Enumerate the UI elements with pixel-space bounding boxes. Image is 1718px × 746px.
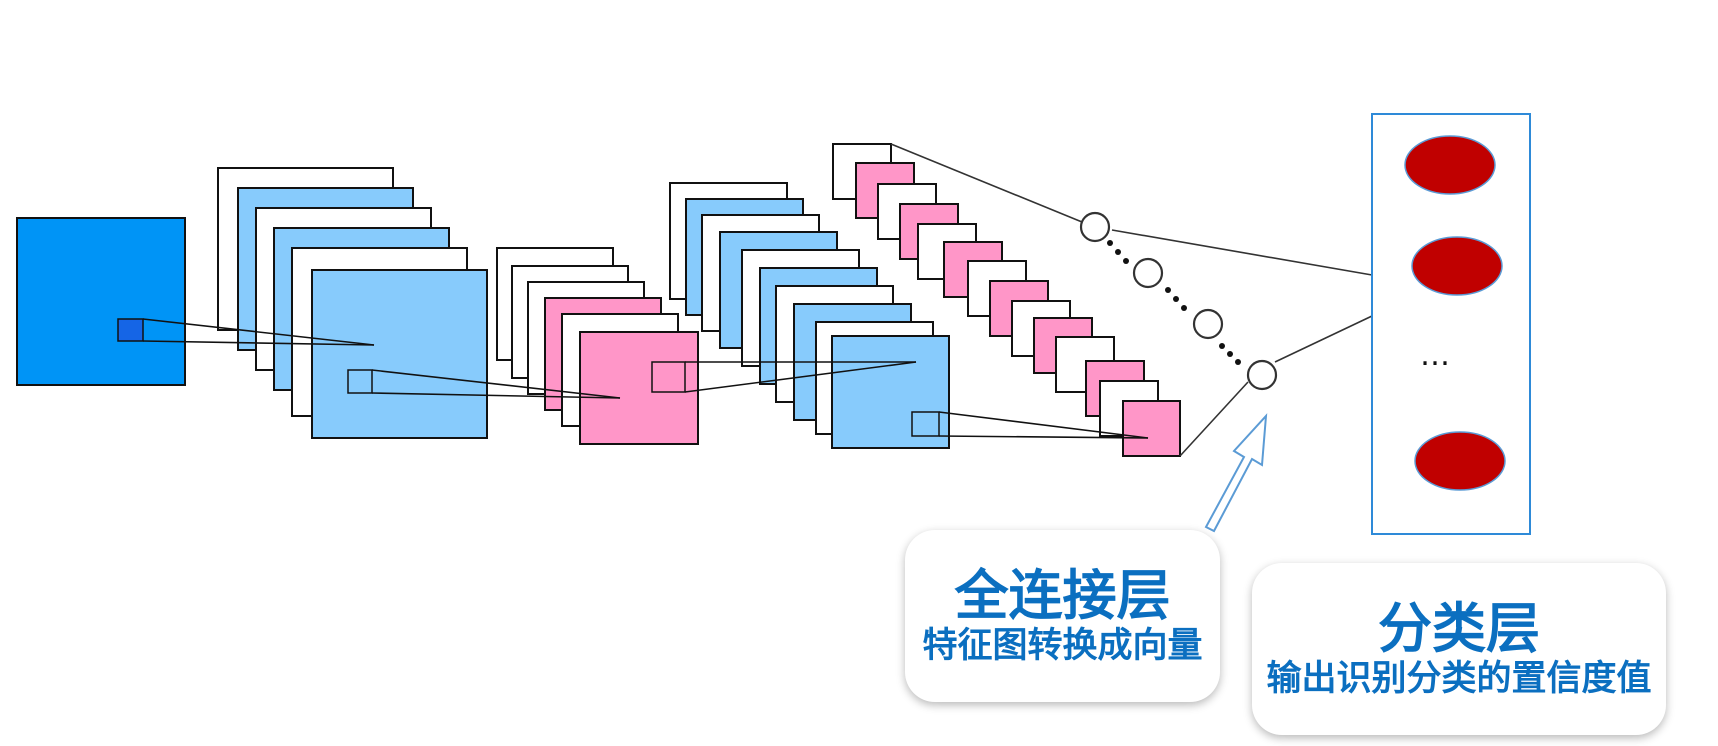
classification-layer-subtitle: 输出识别分类的置信度值 xyxy=(1266,659,1652,699)
fc-to-output-top xyxy=(1111,229,1373,276)
input-layer xyxy=(16,217,186,386)
output-layer xyxy=(1371,113,1531,535)
pool-layer-2-stack xyxy=(832,143,1181,457)
output-node xyxy=(1404,135,1496,195)
output-node xyxy=(1414,431,1506,491)
conv1-receptive-field xyxy=(347,369,373,394)
fc-layer-subtitle: 特征图转换成向量 xyxy=(922,626,1203,666)
fc-node-dots xyxy=(1107,240,1241,365)
classification-layer-title: 分类层 xyxy=(1378,597,1540,660)
conv2-receptive-field xyxy=(911,411,940,437)
fc-node xyxy=(1079,211,1111,243)
fc-node xyxy=(1246,359,1278,391)
output-ellipsis: … xyxy=(1420,338,1450,373)
fc-to-output-bottom xyxy=(1274,315,1373,363)
fc-link-bottom xyxy=(1179,381,1249,457)
projection-lines xyxy=(142,318,1149,439)
conv-layer-1-stack xyxy=(217,167,488,439)
input-receptive-field xyxy=(117,318,144,342)
fc-layer-callout: 全连接层 特征图转换成向量 xyxy=(905,530,1220,702)
hollow-arrow-icon xyxy=(1204,413,1268,533)
output-node xyxy=(1411,236,1503,296)
classification-layer-callout: 分类层 输出识别分类的置信度值 xyxy=(1252,563,1666,735)
pool1-receptive-field xyxy=(651,361,686,393)
fc-layer-title: 全连接层 xyxy=(954,564,1171,627)
pool-layer-1-stack xyxy=(496,247,699,445)
fc-link-top xyxy=(890,143,1083,223)
fc-node xyxy=(1192,308,1224,340)
fc-layer xyxy=(890,143,1373,457)
fc-node xyxy=(1132,257,1164,289)
